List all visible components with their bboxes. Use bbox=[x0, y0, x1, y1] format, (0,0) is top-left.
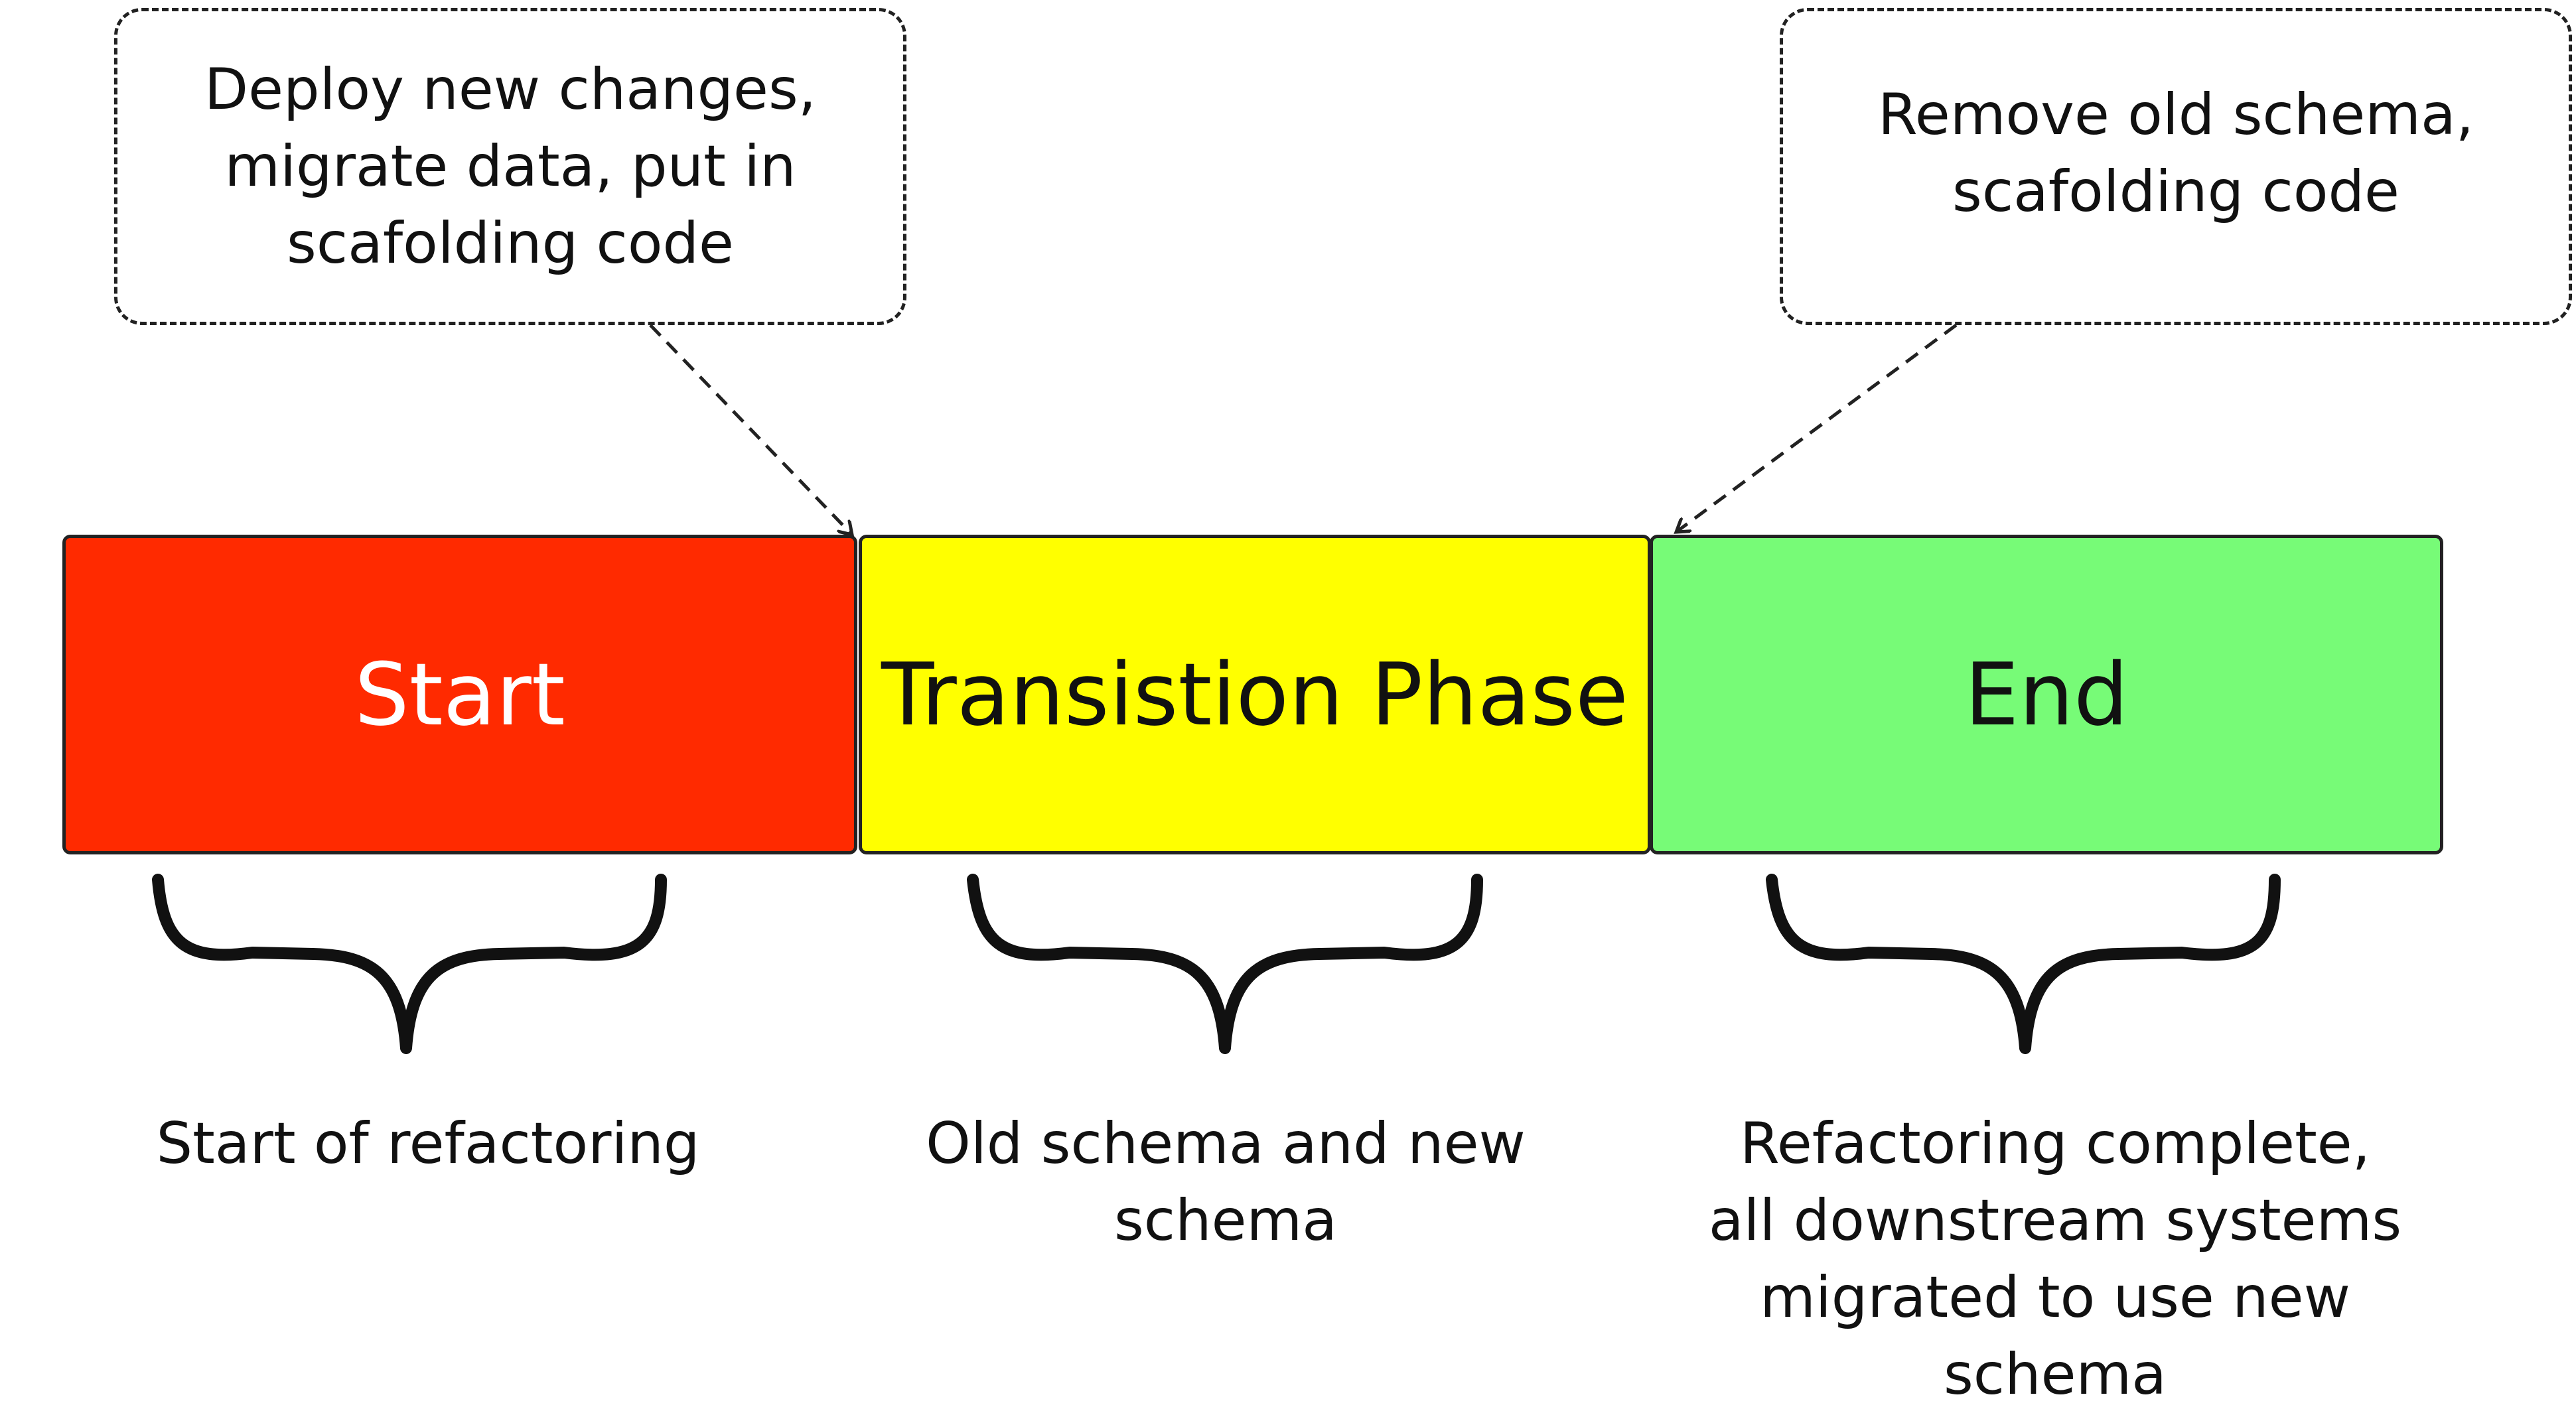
phase-end-box: End bbox=[1650, 535, 2443, 854]
dashed-arrow-icon-left bbox=[649, 324, 852, 535]
curly-brace-icon-start bbox=[152, 874, 667, 1054]
callout-left-text: Deploy new changes, migrate data, put in… bbox=[204, 56, 817, 277]
curly-brace-icon-transition bbox=[967, 874, 1483, 1054]
phase-transition-box: Transistion Phase bbox=[859, 535, 1651, 854]
phase-transition-label: Transistion Phase bbox=[881, 644, 1628, 745]
phase-start-box: Start bbox=[62, 535, 857, 854]
dashed-arrow-icon-right bbox=[1676, 323, 1958, 532]
callout-right: Remove old schema, scafolding code bbox=[1780, 8, 2572, 325]
callout-left: Deploy new changes, migrate data, put in… bbox=[114, 8, 906, 325]
description-transition: Old schema and new schema bbox=[926, 1110, 1526, 1254]
phase-start-label: Start bbox=[354, 644, 565, 745]
callout-right-text: Remove old schema, scafolding code bbox=[1877, 82, 2474, 225]
description-end: Refactoring complete, all downstream sys… bbox=[1708, 1110, 2402, 1408]
description-start: Start of refactoring bbox=[156, 1110, 700, 1177]
phase-end-label: End bbox=[1964, 644, 2129, 745]
curly-brace-icon-end bbox=[1766, 874, 2281, 1054]
